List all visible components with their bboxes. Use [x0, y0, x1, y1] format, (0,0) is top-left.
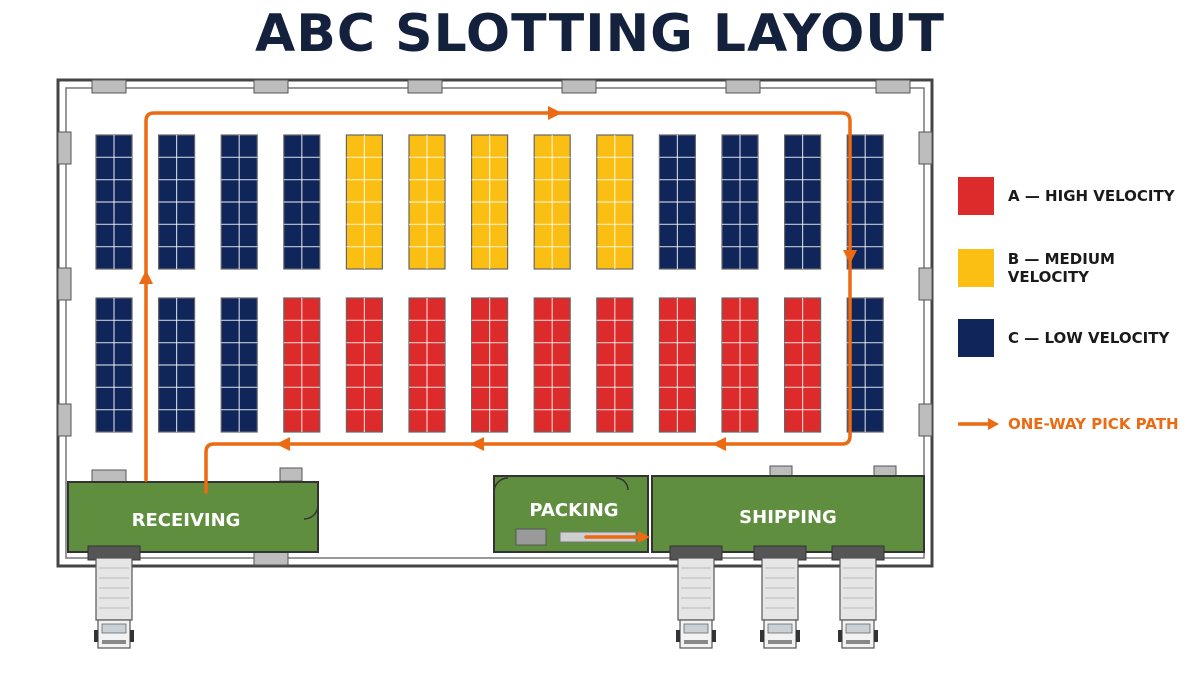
- rack-row-top: [95, 134, 884, 270]
- packing-label: PACKING: [529, 500, 618, 521]
- arrow-down-right: [843, 250, 857, 264]
- rack-bottom-11-zone-a: [721, 297, 759, 433]
- arrow-right-packing: [638, 531, 650, 543]
- rack-top-13-zone-c: [846, 134, 884, 270]
- receiving-label: RECEIVING: [132, 510, 241, 531]
- rack-top-6-zone-b: [408, 134, 446, 270]
- rack-top-3-zone-c: [220, 134, 258, 270]
- pick-path-arrow-icon: [958, 418, 999, 430]
- pick-path-arrows: [139, 106, 857, 543]
- arrow-up-receiving: [139, 270, 153, 284]
- rack-bottom-2-zone-c: [158, 297, 196, 433]
- rack-bottom-9-zone-a: [596, 297, 634, 433]
- rack-bottom-7-zone-a: [471, 297, 509, 433]
- rack-top-8-zone-b: [533, 134, 571, 270]
- legend-label-c: C — LOW VELOCITY: [1008, 329, 1170, 347]
- rack-bottom-10-zone-a: [658, 297, 697, 433]
- truck-1: [87, 545, 141, 649]
- rack-bottom-5-zone-a: [345, 297, 383, 433]
- page-title: ABC SLOTTING LAYOUT: [255, 4, 945, 64]
- arrow-left-2: [470, 437, 484, 451]
- rack-top-9-zone-b: [596, 134, 634, 270]
- arrow-left-1: [712, 437, 726, 451]
- packing-door-icon-right: [615, 477, 629, 491]
- rack-top-7-zone-b: [471, 134, 509, 270]
- legend-label-pick-path: ONE-WAY PICK PATH: [1008, 415, 1179, 433]
- building-inner-wall: [65, 87, 925, 559]
- rack-top-4-zone-c: [283, 134, 321, 270]
- rack-bottom-12-zone-a: [783, 297, 822, 433]
- truck-3: [753, 545, 807, 649]
- legend-item-c: C — LOW VELOCITY: [958, 318, 1169, 358]
- truck-2: [669, 545, 723, 649]
- legend-item-a: A — HIGH VELOCITY: [958, 176, 1175, 216]
- packing-door-icon: [493, 477, 509, 493]
- shipping-label: SHIPPING: [739, 507, 837, 528]
- wall-columns: [57, 79, 933, 566]
- shipping-area: [651, 475, 925, 553]
- legend-label-b: B — MEDIUM VELOCITY: [1007, 250, 1115, 286]
- legend-swatch-c: [958, 319, 994, 357]
- rack-bottom-4-zone-a: [283, 297, 321, 433]
- rack-top-11-zone-c: [721, 134, 759, 270]
- pick-path-main: [144, 111, 852, 494]
- rack-bottom-1-zone-c: [95, 297, 133, 433]
- rack-bottom-3-zone-c: [220, 297, 258, 433]
- rack-top-5-zone-b: [345, 134, 383, 270]
- pick-path: [144, 111, 852, 539]
- legend-label-a: A — HIGH VELOCITY: [1008, 187, 1175, 205]
- legend-swatch-a: [958, 177, 994, 215]
- rack-bottom-13-zone-c: [846, 297, 884, 433]
- rack-row-bottom: [95, 297, 884, 433]
- legend-swatch-b: [958, 249, 994, 287]
- rack-top-10-zone-c: [658, 134, 697, 270]
- receiving-area: [67, 481, 319, 553]
- arrow-right-top: [548, 106, 562, 120]
- legend-item-b: B — MEDIUM VELOCITY: [958, 248, 1200, 288]
- truck-4: [831, 545, 885, 649]
- rack-bottom-8-zone-a: [533, 297, 571, 433]
- legend-item-pick-path: ONE-WAY PICK PATH: [958, 412, 1179, 436]
- packing-station: [515, 528, 547, 546]
- rack-top-12-zone-c: [783, 134, 822, 270]
- rack-bottom-6-zone-a: [408, 297, 446, 433]
- arrow-left-3: [276, 437, 290, 451]
- trucks: [87, 545, 885, 649]
- rack-top-2-zone-c: [158, 134, 196, 270]
- rack-top-1-zone-c: [95, 134, 133, 270]
